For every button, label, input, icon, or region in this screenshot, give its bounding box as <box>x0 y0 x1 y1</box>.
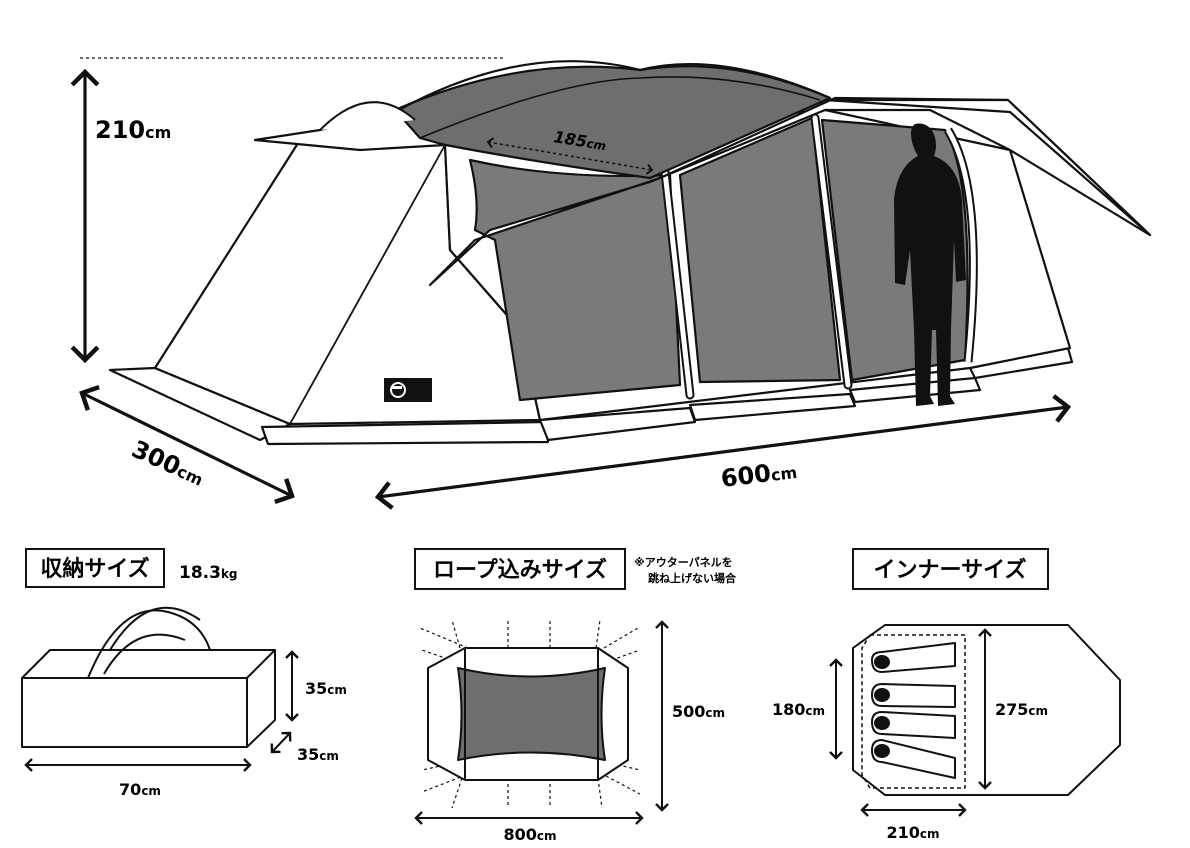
rope-note-line1: ※アウターパネルを <box>634 556 733 569</box>
width-arrow <box>79 385 295 504</box>
headroom-label: 185cm <box>552 127 607 154</box>
storage-width-label: 70cm <box>119 780 161 799</box>
rope-height-label: 500cm <box>672 702 725 721</box>
inner-title-box <box>852 548 1049 590</box>
tent-illustration <box>108 60 1152 446</box>
storage-title: 収納サイズ <box>40 556 149 582</box>
height-label: 210cm <box>95 116 171 144</box>
storage-weight: 18.3kg <box>179 563 238 583</box>
length-label: 600cm <box>719 456 798 493</box>
width-label: 300cm <box>128 435 209 492</box>
rope-width-label: 800cm <box>503 825 556 844</box>
rope-note-line2: 跳ね上げない場合 <box>648 571 737 585</box>
rope-title: ロープ込みサイズ <box>433 557 607 583</box>
sleeping-bags <box>871 642 956 779</box>
inner-width-label: 210cm <box>886 823 939 842</box>
person-silhouette-icon <box>894 123 966 406</box>
inner-size-section: インナーサイズ 180cm 275cm 210cm <box>772 548 1121 842</box>
storage-title-box <box>25 548 165 588</box>
length-arrow <box>374 394 1072 510</box>
storage-height-label: 35cm <box>305 679 347 698</box>
inner-side-label: 180cm <box>772 700 825 719</box>
inner-title: インナーサイズ <box>874 557 1027 583</box>
storage-depth-label: 35cm <box>297 745 339 764</box>
storage-size-section: 収納サイズ 18.3kg 35cm 35cm 70cm <box>21 548 347 799</box>
rope-size-section: ロープ込みサイズ ※アウターパネルを 跳ね上げない場合 <box>414 548 737 844</box>
headroom-arrow <box>486 137 654 175</box>
storage-bag-illustration <box>21 606 276 748</box>
rope-title-box <box>414 548 626 590</box>
inner-depth-label: 275cm <box>995 700 1048 719</box>
